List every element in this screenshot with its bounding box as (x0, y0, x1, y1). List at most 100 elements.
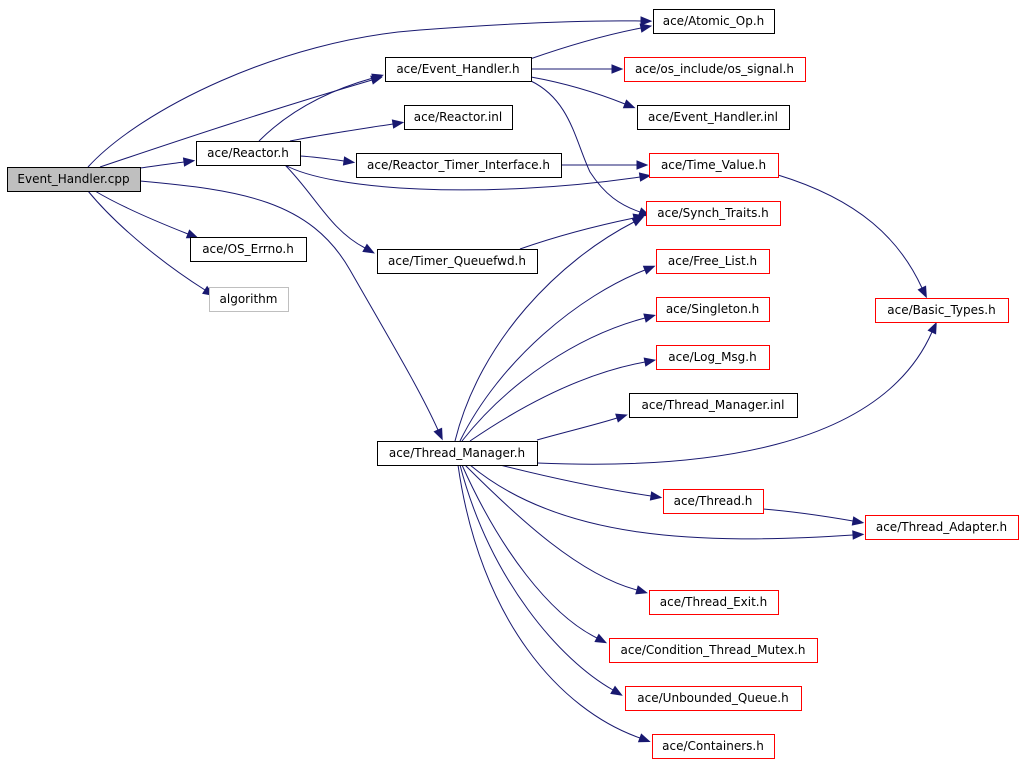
edge-thread_manager_h-to-free_list_h (459, 265, 656, 442)
node-box (649, 153, 779, 178)
node-thread-exit-h[interactable]: ace/Thread_Exit.h (649, 590, 779, 615)
node-label: ace/Free_List.h (668, 254, 757, 268)
arrowhead-icon (391, 119, 405, 129)
edge-event_handler_h-to-synch_traits_h (530, 80, 651, 217)
edge-thread_manager_h-to-synch_traits_h (454, 216, 645, 442)
node-reactor-h[interactable]: ace/Reactor.h (196, 141, 301, 166)
node-unbounded-queue-h[interactable]: ace/Unbounded_Queue.h (625, 686, 802, 711)
node-label: ace/Condition_Thread_Mutex.h (621, 643, 806, 657)
edge-reactor_timer_interface_h-to-time_value_h (561, 160, 649, 170)
arrowhead-icon (622, 99, 636, 109)
arrowhead-icon (917, 285, 927, 299)
node-box (656, 249, 770, 274)
node-label: ace/Timer_Queuefwd.h (388, 254, 526, 268)
edge-line (536, 331, 933, 465)
node-time-value-h[interactable]: ace/Time_Value.h (649, 153, 779, 178)
edge-event_handler_h-to-os_signal_h (531, 64, 624, 74)
node-label: ace/Thread_Exit.h (660, 595, 767, 609)
arrowhead-icon (643, 357, 657, 367)
node-box (875, 298, 1009, 323)
edge-thread_manager_h-to-basic_types_h (536, 321, 937, 465)
node-timer-queuefwd-h[interactable]: ace/Timer_Queuefwd.h (377, 249, 538, 274)
edge-line (87, 190, 206, 291)
node-label: Event_Handler.cpp (17, 172, 129, 186)
arrowhead-icon (639, 23, 653, 33)
node-label: ace/Unbounded_Queue.h (637, 691, 788, 705)
arrowhead-icon (643, 313, 656, 323)
edge-line (461, 317, 646, 442)
node-box (377, 441, 538, 466)
arrowhead-icon (638, 172, 652, 182)
node-label: ace/Synch_Traits.h (657, 206, 768, 220)
node-synch-traits-h[interactable]: ace/Synch_Traits.h (646, 201, 781, 226)
edge-line (530, 76, 626, 105)
node-box (609, 638, 818, 663)
arrowhead-icon (371, 73, 384, 83)
edge-line (454, 221, 635, 442)
node-free-list-h[interactable]: ace/Free_List.h (656, 249, 770, 274)
edge-thread_manager_h-to-log_msg_h (469, 357, 657, 442)
edges-layer (87, 16, 937, 743)
node-box (190, 237, 307, 262)
node-label: ace/Reactor_Timer_Interface.h (367, 158, 550, 172)
edge-line (459, 269, 646, 442)
arrowhead-icon (342, 156, 356, 166)
node-basic-types-h[interactable]: ace/Basic_Types.h (875, 298, 1009, 323)
edge-reactor_h-to-reactor_timer_interface_h (299, 155, 356, 166)
node-label: ace/Reactor.inl (414, 110, 502, 124)
edge-thread_manager_h-to-unbounded_queue_h (459, 464, 623, 696)
node-event-handler-h[interactable]: ace/Event_Handler.h (385, 57, 532, 82)
node-thread-manager-inl[interactable]: ace/Thread_Manager.inl (629, 393, 798, 418)
edge-line (499, 464, 652, 497)
node-thread-adapter-h[interactable]: ace/Thread_Adapter.h (865, 515, 1019, 540)
edge-line (461, 464, 598, 639)
node-thread-manager-h[interactable]: ace/Thread_Manager.h (377, 441, 538, 466)
node-os-signal-h[interactable]: ace/os_include/os_signal.h (624, 57, 806, 82)
node-thread-h[interactable]: ace/Thread.h (663, 489, 764, 514)
node-condition-thread-mutex-h[interactable]: ace/Condition_Thread_Mutex.h (609, 638, 818, 663)
arrowhead-icon (615, 413, 628, 423)
edge-line (457, 464, 641, 739)
arrowhead-icon (851, 516, 865, 526)
edge-reactor_h-to-event_handler_h (258, 73, 384, 142)
edge-reactor_h-to-time_value_h (284, 164, 652, 191)
node-box (652, 734, 775, 759)
node-box (865, 515, 1019, 540)
node-box (7, 167, 141, 192)
node-label: ace/Event_Handler.inl (648, 110, 778, 124)
node-log-msg-h[interactable]: ace/Log_Msg.h (656, 345, 770, 370)
arrowhead-icon (631, 216, 645, 227)
node-label: ace/Log_Msg.h (668, 350, 756, 364)
edge-thread_manager_h-to-thread_exit_h (464, 464, 648, 595)
node-atomic-op-h[interactable]: ace/Atomic_Op.h (653, 9, 775, 34)
arrowhead-icon (927, 321, 937, 335)
node-containers-h[interactable]: ace/Containers.h (652, 734, 775, 759)
node-box (625, 686, 802, 711)
edge-line (530, 80, 641, 213)
edge-time_value_h-to-basic_types_h (777, 174, 927, 299)
edge-thread_manager_h-to-thread_adapter_h (469, 464, 865, 540)
node-reactor-inl[interactable]: ace/Reactor.inl (404, 105, 513, 130)
arrowhead-icon (185, 229, 199, 239)
node-singleton-h[interactable]: ace/Singleton.h (656, 297, 770, 322)
node-label: ace/Time_Value.h (661, 158, 766, 172)
node-box (656, 345, 770, 370)
node-os-errno-h[interactable]: ace/OS_Errno.h (190, 237, 307, 262)
node-label: ace/Atomic_Op.h (663, 14, 765, 28)
edge-line (139, 180, 439, 431)
node-label: ace/Thread_Manager.inl (642, 398, 785, 412)
arrowhead-icon (182, 157, 196, 167)
node-box (377, 249, 538, 274)
node-label: ace/OS_Errno.h (202, 242, 294, 256)
arrowhead-icon (642, 265, 656, 275)
edge-line (284, 164, 366, 249)
node-box (404, 105, 513, 130)
node-reactor-timer-interface-h[interactable]: ace/Reactor_Timer_Interface.h (356, 153, 562, 178)
node-box (663, 489, 764, 514)
edge-line (469, 464, 854, 540)
edge-line (529, 27, 642, 60)
node-box (637, 105, 790, 130)
node-box (653, 9, 775, 34)
node-event-handler-inl[interactable]: ace/Event_Handler.inl (637, 105, 790, 130)
edge-line (464, 464, 638, 591)
